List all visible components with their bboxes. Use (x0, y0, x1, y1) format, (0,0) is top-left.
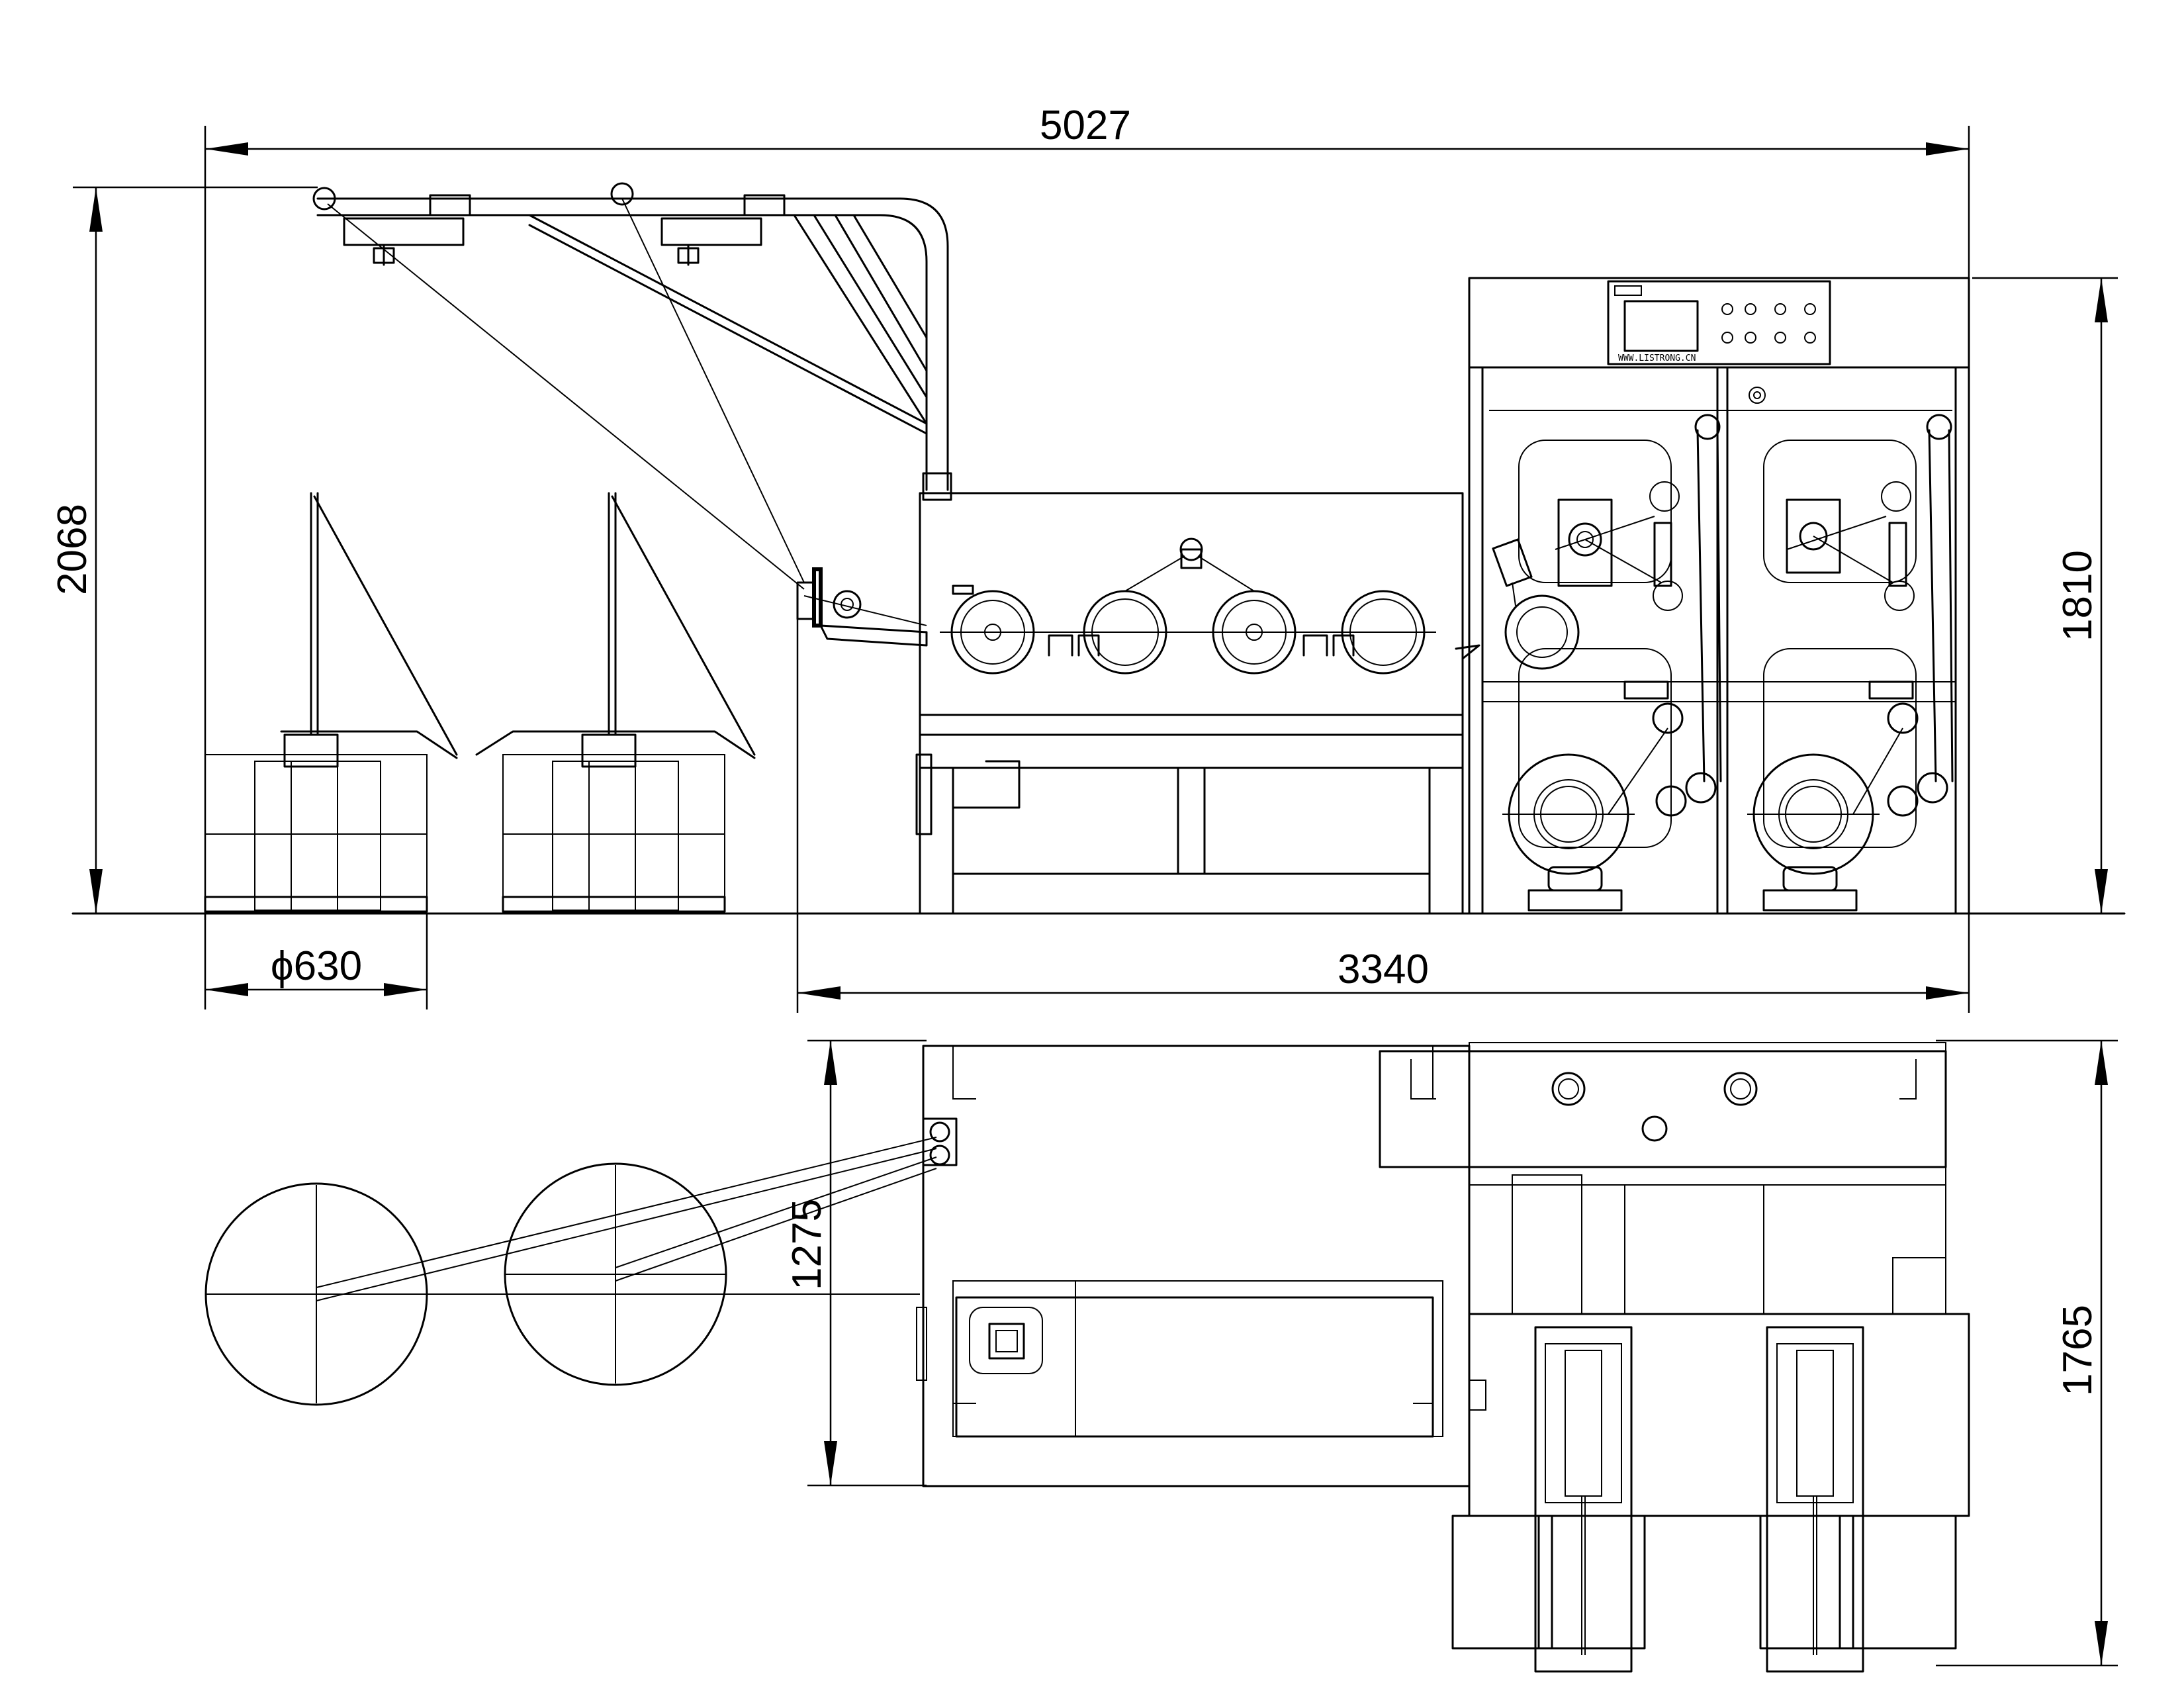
payoff-stand-2 (475, 492, 756, 914)
takeup-plan-view (1379, 1042, 1970, 1673)
wire-paths-elevation (327, 198, 927, 626)
control-panel: WWW.LISTRONG.CN (1607, 280, 1831, 365)
dimension-plan-depth: 1765 (1936, 1039, 2118, 1667)
drawing-machine-body (915, 492, 1480, 915)
dim-label-1765: 1765 (2055, 1305, 2101, 1396)
dimension-machine-height: 1810 (1972, 277, 2118, 915)
dim-label-phi630: ϕ630 (271, 943, 362, 989)
dimension-payoff-distance: 1275 (784, 1039, 927, 1487)
overhead-guide-frame (312, 182, 952, 501)
dim-label-3340: 3340 (1338, 947, 1429, 992)
dim-label-1275: 1275 (784, 1199, 830, 1290)
dimension-machine-length: 3340 (796, 583, 1970, 1013)
payoff-stand-1 (204, 492, 458, 914)
takeup-cabinet (1468, 277, 1970, 915)
dimension-overall-height: 2068 (50, 186, 318, 915)
dim-label-1810: 1810 (2055, 550, 2101, 641)
panel-website: WWW.LISTRONG.CN (1618, 353, 1696, 363)
dim-label-2068: 2068 (50, 504, 95, 595)
dimension-spool-diameter: ϕ630 (204, 914, 428, 1009)
control-buttons (1721, 303, 1816, 344)
wire-paths-plan (316, 1137, 937, 1301)
inlet-guide-assembly (796, 567, 928, 647)
dim-label-5027: 5027 (1040, 103, 1131, 148)
payoff-spools-plan (205, 1162, 920, 1406)
